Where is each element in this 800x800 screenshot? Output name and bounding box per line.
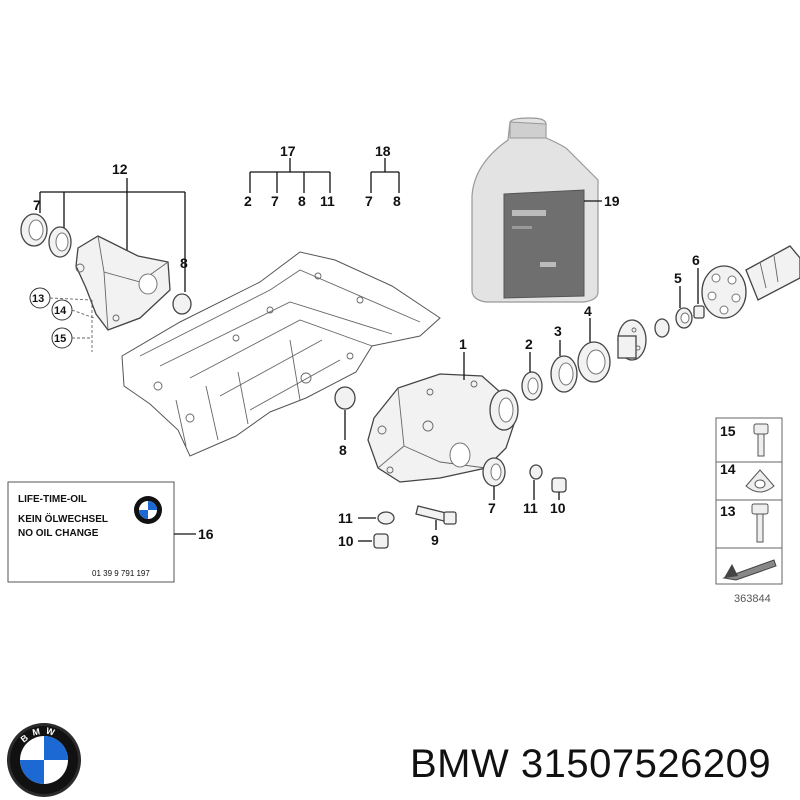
callout-8-center: 8: [339, 442, 347, 458]
callout-1: 1: [459, 336, 467, 352]
shaft-seal-right: [482, 457, 506, 487]
circled-callouts-left: 13 14 15: [29, 287, 95, 352]
callout-18: 18: [375, 143, 391, 159]
callout-6: 6: [692, 252, 700, 268]
callout-4: 4: [584, 303, 592, 319]
callout-14-left: 14: [54, 305, 67, 317]
rear-cover-housing: [75, 235, 171, 331]
group-12-leader: [39, 178, 186, 292]
washer-14-icon: [745, 469, 775, 493]
bolt-9: [415, 505, 457, 525]
legend-13: 13: [720, 503, 736, 519]
legend-15: 15: [720, 423, 736, 439]
callout-12: 12: [112, 161, 128, 177]
o-ring-left: [172, 293, 192, 315]
seal-ring-2: [521, 371, 543, 401]
shaft-seal-left: [20, 213, 48, 247]
callout-17: 17: [280, 143, 296, 159]
callout-9: 9: [431, 532, 439, 548]
o-ring-11-right: [529, 464, 543, 480]
propeller-shaft: [745, 245, 800, 301]
label-line-2: KEIN ÖLWECHSEL: [18, 512, 108, 525]
group18-item-7: 7: [365, 193, 373, 209]
group17-item-2: 2: [244, 193, 252, 209]
callout-11-left: 11: [338, 510, 353, 526]
lifetime-oil-label: LIFE-TIME-OIL KEIN ÖLWECHSEL NO OIL CHAN…: [7, 481, 175, 583]
output-flange: [617, 319, 647, 361]
differential-housing: [367, 373, 519, 483]
label-bmw-roundel: [134, 496, 162, 524]
direction-arrow-icon: [722, 559, 777, 581]
bolt-13-icon: [751, 503, 769, 543]
callout-15-left: 15: [54, 333, 66, 345]
callout-16: 16: [198, 526, 214, 542]
bolt-15-icon: [753, 423, 769, 457]
flex-disc: [701, 265, 747, 319]
callout-10-left: 10: [338, 533, 354, 549]
callout-11-right: 11: [523, 500, 538, 516]
callout-7-right: 7: [488, 500, 496, 516]
bmw-logo: BMW: [7, 723, 81, 797]
callout-19: 19: [604, 193, 620, 209]
o-ring-center: [334, 386, 356, 410]
label-part-number: 01 39 9 791 197: [92, 569, 150, 578]
label-line-1: LIFE-TIME-OIL: [18, 494, 87, 505]
fastener-legend: 15 14 13: [715, 417, 783, 585]
collar-nut-5: [675, 307, 693, 329]
shaft-seal-4: [577, 341, 611, 383]
group17-item-11: 11: [320, 193, 335, 209]
o-ring-11-left: [377, 511, 395, 525]
bush-6: [693, 305, 705, 319]
callout-8-left: 8: [180, 255, 188, 271]
callout-7-left: 7: [33, 197, 41, 213]
oil-pan: [121, 251, 441, 457]
callout-3: 3: [554, 323, 562, 339]
callout-13-left: 13: [32, 293, 44, 305]
callout-10-right: 10: [550, 500, 566, 516]
group-18-leader: [370, 158, 400, 193]
group18-item-8: 8: [393, 193, 401, 209]
callout-2: 2: [525, 336, 533, 352]
washer: [654, 318, 670, 338]
diagram-id: 363844: [734, 593, 771, 605]
oil-bottle: [471, 117, 599, 303]
part-number-caption: BMW 31507526209: [410, 742, 772, 786]
legend-14: 14: [720, 461, 736, 477]
bearing-3: [550, 355, 578, 393]
group17-item-8: 8: [298, 193, 306, 209]
group17-item-7: 7: [271, 193, 279, 209]
plug-10-left: [373, 533, 389, 549]
callout-5: 5: [674, 270, 682, 286]
plug-10-right: [551, 477, 567, 493]
bearing-left: [48, 226, 72, 258]
label-line-3: NO OIL CHANGE: [18, 528, 99, 539]
group-17-leader: [249, 158, 331, 193]
